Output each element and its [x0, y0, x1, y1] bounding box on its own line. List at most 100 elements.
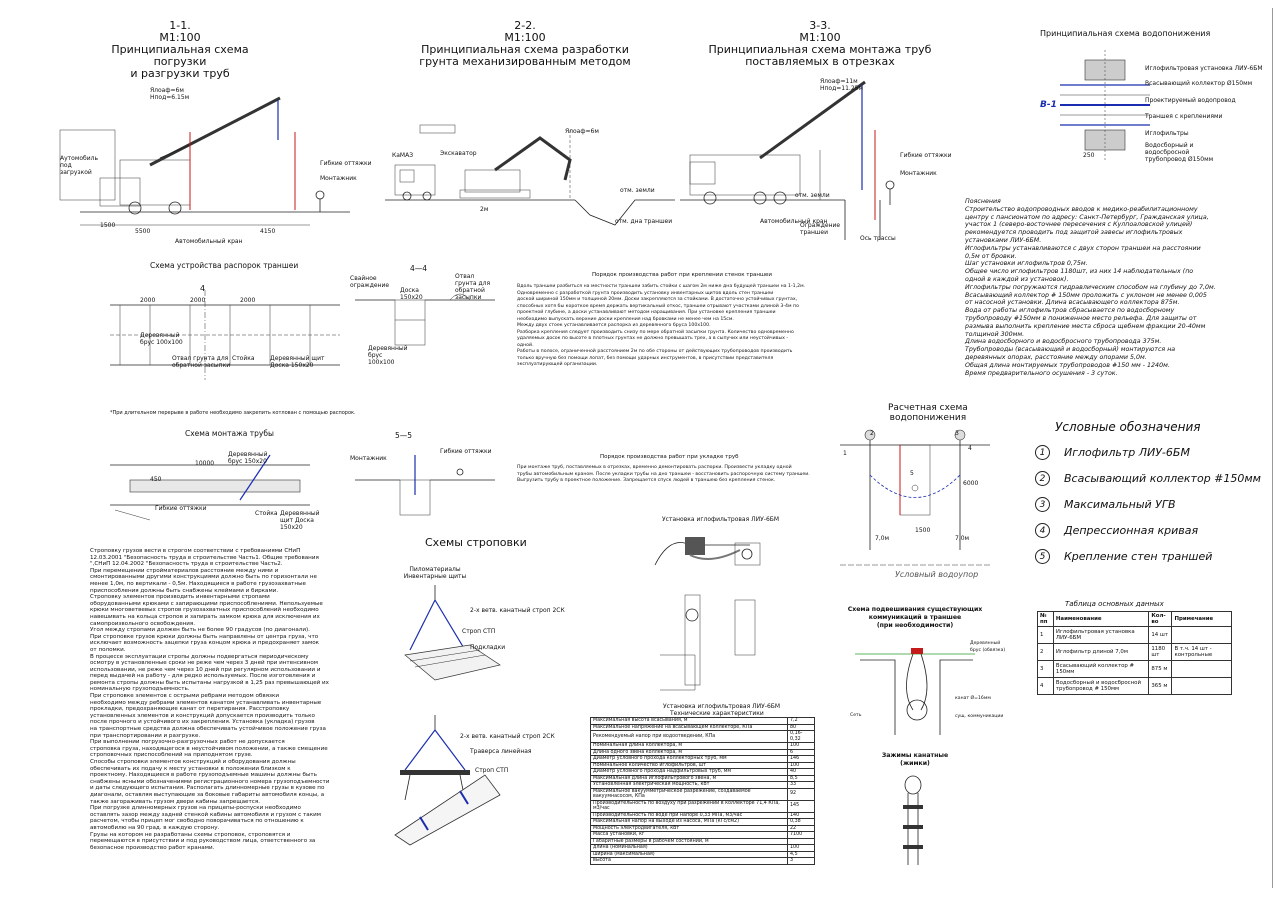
poryadok1-line: Работы в полосе, ограниченной расстояние… — [517, 349, 793, 354]
crane3-label-ograzhdenie: Ограждение траншеи — [800, 222, 841, 236]
montazh-dim: 450 — [150, 476, 162, 483]
raschet-marker: 2 — [870, 430, 874, 437]
sec55-drawing — [355, 455, 495, 516]
stropovka-line: перемещаются в присутствии и под руковод… — [90, 838, 316, 845]
raspor-plan — [110, 290, 340, 380]
table-row: длина (номинальная)100 — [590, 844, 815, 852]
stropovka-line: Строповку элементов производить инвентар… — [90, 594, 270, 601]
stropovka-line: номинальную грузоподъемность. — [90, 686, 190, 693]
zazhim-title: Зажимы канатные (жимки) — [875, 752, 955, 768]
zazhim-drawing — [903, 775, 923, 865]
title-num: 3-3. — [809, 19, 831, 32]
poryadok1-line: Разборка крепления следует производить с… — [517, 329, 794, 335]
stropovki-label: 2-х ветв. канатный строп 2СК — [470, 607, 565, 614]
crane1-dim: 1500 — [100, 222, 116, 229]
poryadok2-line: трубы автомобильным краном. После укладк… — [517, 471, 810, 477]
title-montazh: Схема монтажа трубы — [185, 429, 274, 438]
title-line: Принципиальная схема погрузки — [111, 43, 249, 68]
vodoponizhenie-plan — [1060, 50, 1150, 160]
table-cell — [787, 837, 815, 845]
poyasneniya-line: Время предварительного осушения - 3 суто… — [965, 369, 1118, 377]
stropovka-line: ремонта стропы должны быть испытаны нагр… — [90, 679, 329, 686]
sec44-label: Деревянный брус 100x100 — [368, 345, 408, 366]
stropovka-line: оборудованными крюками с запирающими при… — [90, 600, 323, 607]
poryadok1-line: Между двух стоек устанавливается распорк… — [517, 323, 711, 328]
poryadok1-line: только вручную без помощи лопат, без пом… — [517, 355, 774, 361]
crane1-label-auto: Аутомобиль под загрузкой — [60, 155, 98, 176]
table-row: Максимальная напор на выходе из насоса, … — [590, 818, 815, 826]
zazhim-title-line: (жимки) — [900, 760, 930, 767]
osn-table-title: Таблица основных данных — [1065, 600, 1164, 608]
stropovka-line: При строповке грузов крюки должны быть н… — [90, 633, 319, 640]
stropovka-line: безопасное производство работ кранами. — [90, 844, 215, 851]
zazhim-title-line: Зажимы канатные — [881, 752, 949, 759]
kommun-label: Деревянный брус (обвязка) — [970, 641, 1006, 653]
stropovki-label: Строп СТП — [475, 767, 509, 774]
stropovki-label: Строп СТП — [462, 628, 496, 635]
stropovka-line: проектному. Находящиеся в работе грузопо… — [90, 772, 317, 779]
table-cell: Производительность по воздуху при разреж… — [590, 799, 788, 813]
poyasneniya-line: участок 1 (северо-восточнее пересечения … — [965, 221, 1193, 229]
vodo-label: Всасывающий коллектор Ø150мм — [1145, 80, 1253, 87]
poyasneniya-line: Иглофильтры погружаются гидравлическим с… — [965, 283, 1216, 291]
table-cell: 7,2 — [787, 717, 815, 725]
stropovka-line: обеспечивать их подачу к месту установки… — [90, 765, 291, 772]
table-cell: 4,5 — [787, 850, 815, 858]
table-row: Производительность по воде при напоре 0,… — [590, 811, 815, 819]
table-cell: Иглофильтр длиной 7,0м — [1052, 643, 1150, 661]
table-row: Диаметр условного прохода коллекторных т… — [590, 755, 815, 763]
raschet-drawing — [840, 429, 990, 566]
crane3-label-os: Ось трассы — [860, 235, 896, 242]
poyasneniya-line: установками ЛИУ-6БМ. — [965, 236, 1042, 244]
table-cell: 100 — [787, 742, 815, 750]
title-scale: M1:100 — [504, 31, 546, 44]
poryadok1-line: способных хотя бы короткое время держать… — [517, 303, 799, 309]
table-cell: 100 — [787, 761, 815, 769]
poyasneniya-line: Общее число иглофильтров 1180шт, из них … — [965, 268, 1194, 276]
crane3-label-kran: Автомобильный кран — [760, 218, 828, 225]
crane1-dim: 4150 — [260, 228, 276, 235]
montazh-label: Стойка — [255, 510, 278, 517]
raschet-title-line: Расчетная схема — [888, 403, 968, 413]
table-cell: Рекомендуемый напор при водоотведении, К… — [590, 730, 788, 743]
raschet-dim: 6000 — [963, 480, 979, 487]
crane-loading-drawing — [59, 96, 350, 226]
crane1-label-height: Нпод=6.15м — [150, 94, 190, 101]
stropovka-line: прокладки, предохраняющие канат от перет… — [90, 706, 290, 713]
kommun-label: канат Ø=16мм — [955, 696, 991, 701]
title-section-1: 1-1. M1:100 Принципиальная схема погрузк… — [90, 20, 270, 80]
table-header-cell: Кол-во — [1148, 611, 1173, 627]
kommun-drawing — [855, 648, 975, 735]
stropovka-line: Способы строповки элементов конструкций … — [90, 759, 296, 765]
poyasneniya-lines: Строительство водопроводных вводов к мед… — [965, 206, 1235, 378]
legend-number: 5 — [1035, 549, 1050, 564]
stropovka-line: расчетом, чтобы прицеп мог свободно пово… — [90, 818, 304, 825]
raspor-label-brus: Деревянный брус 100x100 — [140, 332, 183, 346]
poyasneniya-line: рекомендуется проводить под защитой заве… — [965, 229, 1183, 237]
excavator-label-kamaz: КаМАЗ — [392, 152, 414, 159]
excavator-label-dno: отм. дна траншеи — [615, 218, 673, 225]
poryadok1-line: удаляемых досок по высоте в плотных грун… — [517, 336, 789, 341]
poyasneniya-line: центру с пансионатом по адресу: Санкт-Пе… — [965, 213, 1209, 221]
stropovka-line: осмотру в установленные сроки не реже че… — [90, 660, 319, 667]
poyasneniya-line: Вода от работы иглофильтров сбрасывается… — [965, 307, 1175, 315]
table-cell — [1171, 677, 1232, 695]
title-num: 1-1. — [169, 19, 191, 32]
sec55-label: Гибкие оттяжки — [440, 448, 492, 455]
table-cell — [1171, 660, 1232, 678]
stropovka-line: после прочного и устойчивого их закрепле… — [90, 719, 315, 726]
title-scale: M1:100 — [799, 31, 841, 44]
stropovka-line: ",СНиП 12.04.2002 "Безопасность труда в … — [90, 561, 283, 568]
table-header-cell: № пп — [1037, 611, 1054, 627]
table-cell: 14 шт — [1148, 626, 1173, 644]
title-vodoponizhenie: Принципиальная схема водопонижения — [1040, 29, 1211, 38]
title-raspor: Схема устройства распорок траншеи — [150, 261, 299, 270]
